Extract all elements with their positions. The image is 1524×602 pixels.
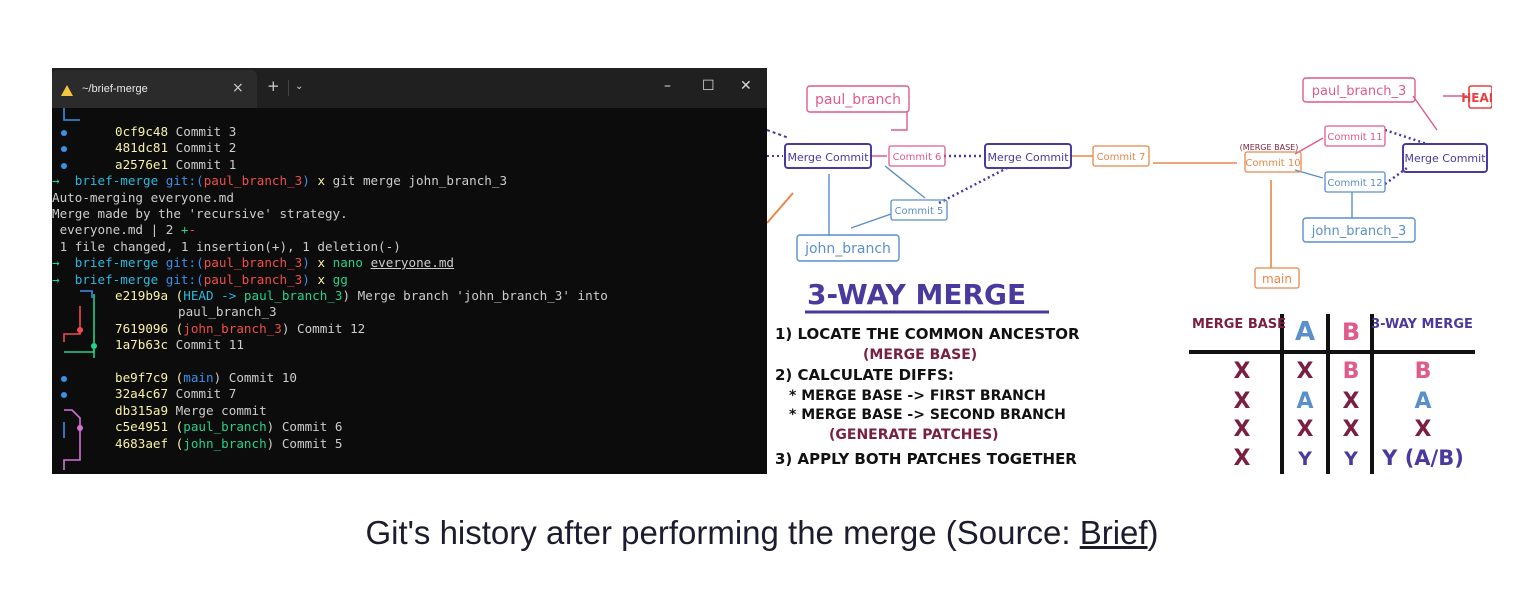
log-line: 7619096 (john_branch_3) Commit 12 xyxy=(115,320,366,336)
cell: X xyxy=(1234,446,1251,471)
step-1-note: (MERGE BASE) xyxy=(863,347,977,363)
close-icon[interactable]: ✕ xyxy=(740,78,752,94)
cell: Y (A/B) xyxy=(1381,446,1464,470)
terminal-tab[interactable]: ~/brief-merge × xyxy=(52,70,257,108)
log-line: e219b9a (HEAD -> paul_branch_3) Merge br… xyxy=(115,288,608,303)
output-line: everyone.md | 2 +- xyxy=(52,222,197,238)
commit-line: 481dc81 Commit 2 xyxy=(115,140,237,156)
output-line: Auto-merging everyone.md xyxy=(52,189,234,205)
head-label: HEAD xyxy=(1461,91,1492,105)
commit-line: 0cf9c48 Commit 3 xyxy=(115,124,237,139)
log-line: 4683aef (john_branch) Commit 5 xyxy=(115,435,343,451)
tab-divider xyxy=(288,80,289,96)
terminal-titlebar: ~/brief-merge × + ⌄ – ☐ ✕ xyxy=(52,68,767,108)
commit10-node: Commit 10 xyxy=(1245,158,1300,169)
caption-text: Git's history after performing the merge… xyxy=(365,514,1080,551)
maximize-icon[interactable]: ☐ xyxy=(702,78,715,94)
minimize-icon[interactable]: – xyxy=(664,78,671,94)
cell: Y xyxy=(1297,448,1312,470)
merge-commit-node: Merge Commit xyxy=(1404,152,1486,165)
three-way-merge-heading: 3-WAY MERGE xyxy=(807,278,1026,311)
log-line: db315a9 Merge commit xyxy=(115,402,267,418)
prompt-line: → brief-merge git:(paul_branch_3) x gg xyxy=(52,271,348,287)
header-a: A xyxy=(1295,317,1315,347)
cell: X xyxy=(1234,389,1251,414)
commit12-node: Commit 12 xyxy=(1327,178,1382,189)
chevron-down-icon[interactable]: ⌄ xyxy=(295,81,304,92)
header-merge-base: MERGE BASE xyxy=(1192,317,1286,332)
cell: X xyxy=(1415,417,1432,442)
terminal-output[interactable]: 0cf9c48 Commit 3 481dc81 Commit 2 a2576e… xyxy=(52,108,767,474)
output-line: Merge made by the 'recursive' strategy. xyxy=(52,206,348,221)
cell: X xyxy=(1343,389,1360,414)
log-line: be9f7c9 (main) Commit 10 xyxy=(115,370,297,385)
cell: X xyxy=(1234,359,1251,384)
cell: B xyxy=(1343,359,1360,384)
output-line: 1 file changed, 1 insertion(+), 1 deleti… xyxy=(52,238,401,254)
source-link[interactable]: Brief xyxy=(1079,514,1148,551)
header-3way: 3-WAY MERGE xyxy=(1371,317,1473,332)
john-branch-label: john_branch xyxy=(804,241,891,257)
john-branch-3-label: john_branch_3 xyxy=(1311,224,1407,239)
cell: X xyxy=(1297,417,1314,442)
figure: ~/brief-merge × + ⌄ – ☐ ✕ xyxy=(52,68,1492,474)
commit11-node: Commit 11 xyxy=(1327,132,1382,143)
log-line: 32a4c67 Commit 7 xyxy=(115,386,237,402)
tab-title: ~/brief-merge xyxy=(82,83,148,95)
new-tab-icon[interactable]: + xyxy=(267,77,280,95)
cell: Y xyxy=(1343,448,1358,470)
paul-branch-3-label: paul_branch_3 xyxy=(1312,84,1407,99)
prompt-line: → brief-merge git:(paul_branch_3) x git … xyxy=(52,173,508,189)
merge-diagram: paul_branch Merge Commit Commit 6 Commit… xyxy=(767,77,1492,474)
cell: X xyxy=(1297,359,1314,384)
header-b: B xyxy=(1342,318,1360,346)
step-1: 1) LOCATE THE COMMON ANCESTOR xyxy=(775,325,1080,343)
step-2-note: (GENERATE PATCHES) xyxy=(829,427,999,443)
commit7-node: Commit 7 xyxy=(1097,152,1146,163)
main-label: main xyxy=(1262,272,1292,286)
paul-branch-label: paul_branch xyxy=(815,92,901,108)
cell: A xyxy=(1414,389,1431,414)
figure-caption: Git's history after performing the merge… xyxy=(0,514,1524,552)
cell: X xyxy=(1343,417,1360,442)
caption-end: ) xyxy=(1147,514,1159,551)
commit-line: a2576e1 Commit 1 xyxy=(115,156,237,172)
cell: X xyxy=(1234,417,1251,442)
step-2b: * MERGE BASE -> SECOND BRANCH xyxy=(789,407,1066,423)
log-line: 1a7b63c Commit 11 xyxy=(115,337,244,353)
whiteboard-diagram: paul_branch Merge Commit Commit 6 Commit… xyxy=(767,68,1492,474)
terminal-window: ~/brief-merge × + ⌄ – ☐ ✕ xyxy=(52,68,767,474)
commit6-node: Commit 6 xyxy=(893,152,942,163)
linux-icon xyxy=(61,85,73,96)
step-3: 3) APPLY BOTH PATCHES TOGETHER xyxy=(775,450,1077,468)
log-line: c5e4951 (paul_branch) Commit 6 xyxy=(115,419,343,435)
merge-commit-node: Merge Commit xyxy=(787,151,869,164)
merge-commit-node: Merge Commit xyxy=(987,151,1069,164)
commit5-node: Commit 5 xyxy=(895,206,944,217)
cell: B xyxy=(1415,359,1432,384)
tab-close-icon[interactable]: × xyxy=(232,80,244,96)
git-graph xyxy=(63,108,95,470)
merge-base-label: (MERGE BASE) xyxy=(1240,143,1299,152)
cell: A xyxy=(1296,389,1313,414)
step-2a: * MERGE BASE -> FIRST BRANCH xyxy=(789,388,1046,404)
step-2: 2) CALCULATE DIFFS: xyxy=(775,366,954,384)
log-line: paul_branch_3 xyxy=(178,304,277,320)
prompt-line: → brief-merge git:(paul_branch_3) x nano… xyxy=(52,255,454,271)
